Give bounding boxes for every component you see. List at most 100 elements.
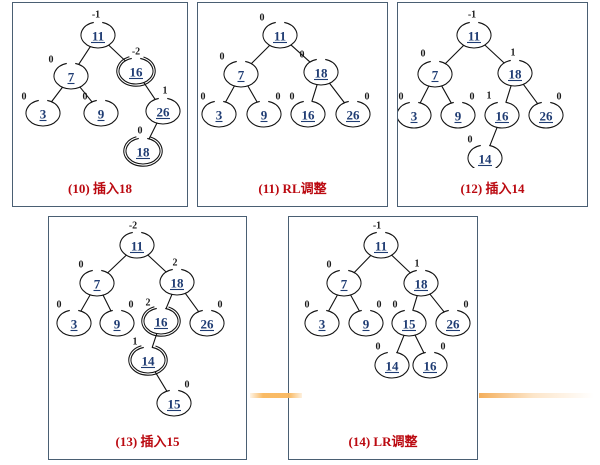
tree-edge xyxy=(444,44,465,65)
node-outline xyxy=(119,231,155,259)
tree-node: 11-1 xyxy=(456,10,492,49)
tree-node: 141 xyxy=(128,337,168,376)
tree-node: 260 xyxy=(528,92,564,129)
tree-node: 70 xyxy=(326,260,362,297)
balance-factor-label: 0 xyxy=(290,92,295,103)
tree-edge xyxy=(154,371,168,392)
node-key-label: 7 xyxy=(432,68,439,83)
node-key-label: 9 xyxy=(363,317,370,332)
node-key-label: 7 xyxy=(68,70,75,85)
tree-node: 30 xyxy=(201,92,237,128)
balance-factor-label: 0 xyxy=(22,92,27,103)
tree-node: 90 xyxy=(99,300,135,337)
balance-factor-label: -2 xyxy=(129,221,137,232)
tree-edge xyxy=(396,334,405,354)
tree-edge xyxy=(414,334,425,354)
panel-caption: (13) 插入15 xyxy=(115,434,180,449)
node-key-label: 3 xyxy=(411,109,418,124)
panel-caption: (10) 插入18 xyxy=(68,181,132,196)
node-key-label: 18 xyxy=(171,276,185,291)
tree-edge xyxy=(148,122,158,140)
tree-node: 140 xyxy=(374,342,410,379)
tree-edge xyxy=(484,44,505,64)
node-outline xyxy=(53,62,89,90)
node-outline xyxy=(290,100,326,128)
tree-edge xyxy=(107,254,127,274)
balance-factor-label: 0 xyxy=(57,300,62,311)
node-outline-highlight xyxy=(141,306,181,337)
node-outline xyxy=(56,309,92,337)
node-key-label: 14 xyxy=(142,354,156,369)
balance-factor-label: 0 xyxy=(305,300,310,311)
node-key-label: 7 xyxy=(341,277,348,292)
tree-edge xyxy=(184,292,200,313)
node-outline xyxy=(417,60,453,88)
balance-factor-label: 0 xyxy=(327,260,332,271)
node-key-label: 18 xyxy=(137,145,151,160)
tree-edge xyxy=(50,86,64,103)
node-key-label: 26 xyxy=(157,105,171,120)
node-outline xyxy=(398,101,432,129)
tree-node: 70 xyxy=(220,52,259,88)
node-key-label: 3 xyxy=(319,317,326,332)
node-key-label: 16 xyxy=(302,108,316,123)
node-outline xyxy=(79,269,115,297)
tree-node: 260 xyxy=(189,300,225,337)
node-outline xyxy=(83,99,119,127)
tree-node: 16-2 xyxy=(116,47,156,87)
tree-node: 160 xyxy=(412,342,448,379)
tree-node: 181 xyxy=(497,48,533,87)
node-outline xyxy=(118,57,154,85)
node-outline xyxy=(456,21,492,49)
node-key-label: 15 xyxy=(403,317,417,332)
node-key-label: 16 xyxy=(155,315,169,330)
node-outline xyxy=(159,268,195,296)
tree-edge xyxy=(412,295,418,311)
node-outline xyxy=(303,58,339,86)
balance-factor-label: 0 xyxy=(218,300,223,311)
balance-factor-label: 0 xyxy=(138,126,143,137)
tree-edge xyxy=(78,46,91,65)
balance-factor-label: 0 xyxy=(468,135,473,146)
tree-node: 90 xyxy=(348,300,384,337)
tree-node: 161 xyxy=(484,91,520,129)
node-outline xyxy=(201,100,237,128)
balance-factor-label: 0 xyxy=(399,92,404,103)
node-outline xyxy=(528,101,564,129)
node-outline xyxy=(363,231,399,259)
node-outline xyxy=(262,21,298,49)
balance-factor-label: 2 xyxy=(173,258,178,269)
node-outline xyxy=(335,100,371,128)
tree-node: 18 2 xyxy=(159,258,195,296)
balance-factor-label: 0 xyxy=(441,342,446,353)
node-outline xyxy=(374,351,410,379)
node-key-label: 11 xyxy=(468,29,480,44)
tree-node: 16 0 xyxy=(290,92,326,128)
balance-factor-label: 2 xyxy=(146,298,151,309)
tree-edge xyxy=(147,254,167,273)
tree-node: 11 -2 xyxy=(119,221,155,259)
balance-factor-label: -1 xyxy=(373,221,381,232)
node-key-label: 16 xyxy=(424,359,438,374)
tree-edge xyxy=(102,294,112,312)
tree-node: 30 xyxy=(56,300,92,337)
node-outline xyxy=(189,309,225,337)
panel-caption: (11) RL调整 xyxy=(258,181,327,196)
balance-factor-label: 0 xyxy=(464,300,469,311)
panel-caption: (12) 插入14 xyxy=(460,181,525,196)
tree-edge xyxy=(353,254,372,274)
tree-edge xyxy=(311,84,318,102)
node-key-label: 11 xyxy=(274,29,286,44)
tree-node: 140 xyxy=(467,135,503,168)
tree-edge xyxy=(522,83,539,105)
balance-factor-label: 0 xyxy=(201,92,206,103)
tree-node: 261 xyxy=(145,86,181,125)
node-key-label: 11 xyxy=(131,239,143,254)
balance-factor-label: 0 xyxy=(376,342,381,353)
tree-node: 180 xyxy=(300,50,339,86)
tree-edge xyxy=(441,85,452,104)
tree-node: 30 xyxy=(398,92,432,129)
